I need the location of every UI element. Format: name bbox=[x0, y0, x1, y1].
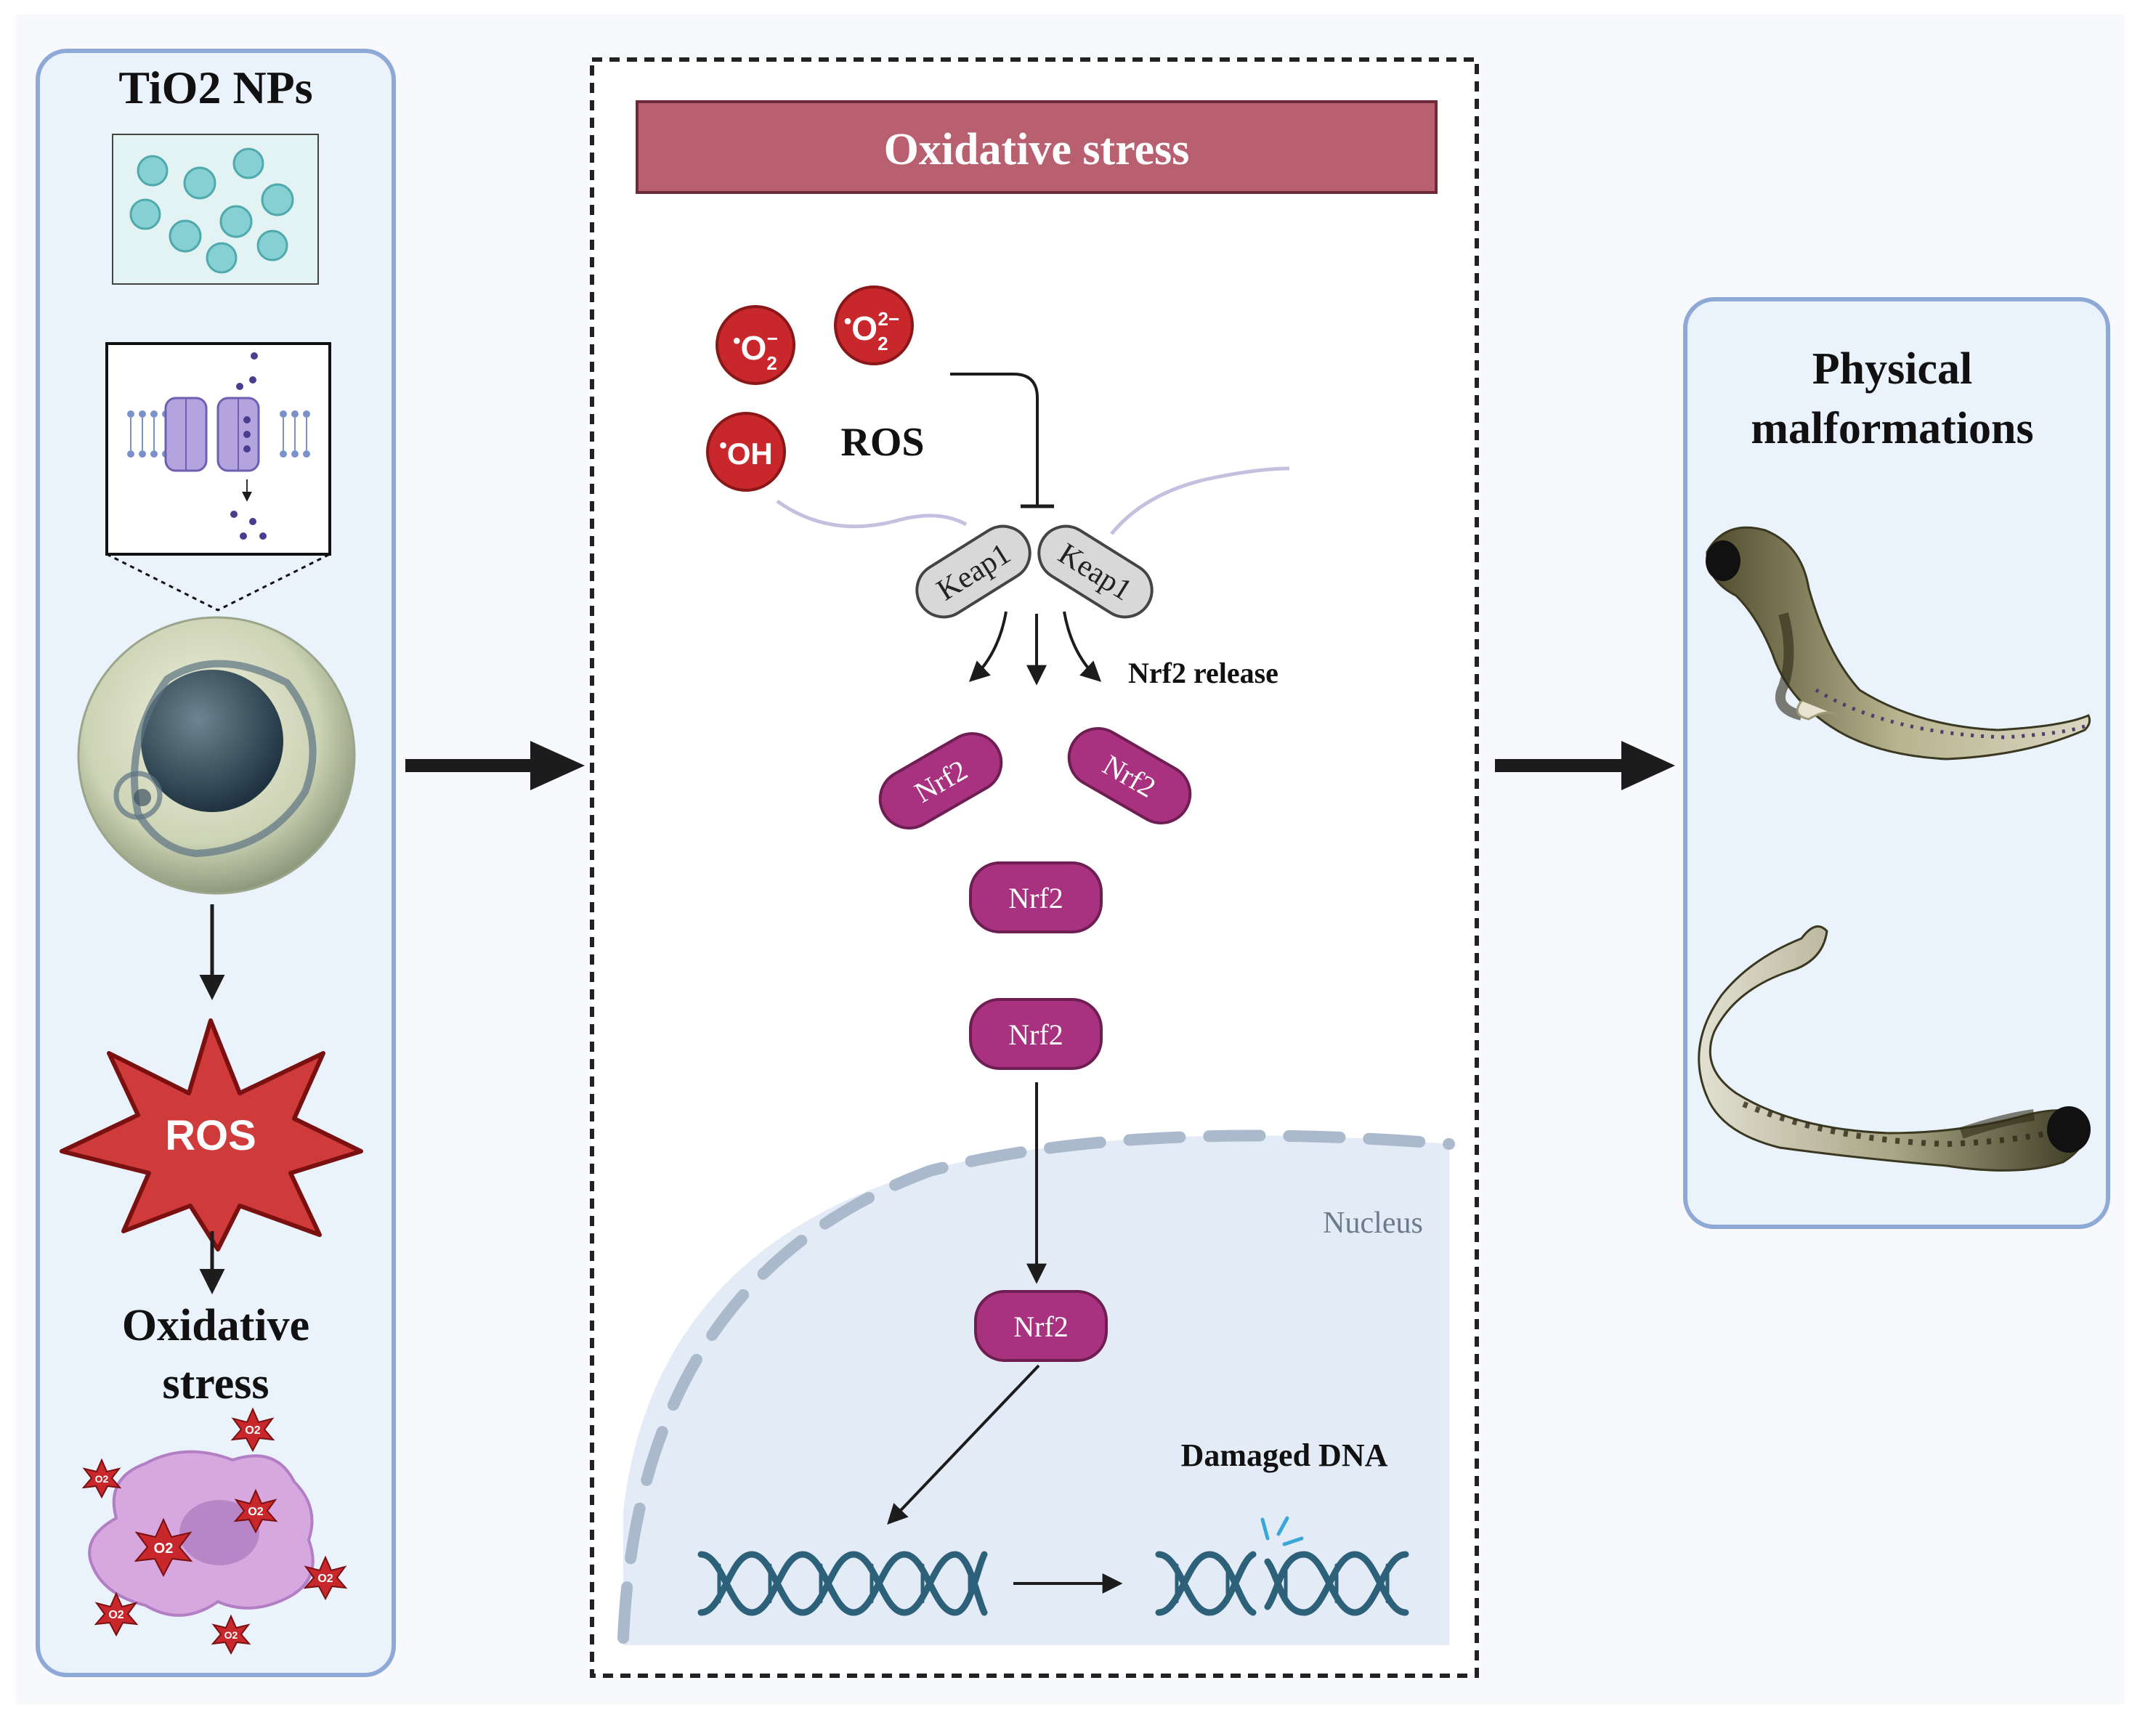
nrf2-cytoplasm-1: Nrf2 bbox=[969, 861, 1103, 933]
species-1-sup: − bbox=[767, 328, 778, 349]
species-1-main: O bbox=[741, 329, 767, 367]
nrf2-released-right: Nrf2 bbox=[1067, 727, 1192, 824]
nucleus-label: Nucleus bbox=[1323, 1206, 1423, 1240]
radical-label: O2 bbox=[95, 1473, 109, 1485]
malformed-larva-1-image bbox=[1706, 526, 2091, 760]
radical-label: O2 bbox=[154, 1541, 174, 1557]
keap1-strand-right bbox=[1110, 466, 1290, 535]
species-1-sub: 2 bbox=[766, 352, 777, 374]
svg-text:•O22−: •O22− bbox=[844, 308, 899, 354]
nrf2-label: Nrf2 bbox=[1013, 1310, 1069, 1343]
peroxide-icon: •O22− bbox=[834, 285, 914, 365]
svg-text:•OH: •OH bbox=[719, 434, 773, 471]
zebrafish-embryo-image bbox=[77, 616, 356, 895]
banner-label: Oxidative stress bbox=[884, 125, 1190, 174]
radical-label: O2 bbox=[317, 1573, 333, 1585]
right-title-line1: Physical bbox=[1812, 344, 1972, 394]
zoom-lines bbox=[106, 553, 331, 612]
nanoparticle-icon bbox=[129, 147, 294, 274]
radical-stars: O2 O2 O2 O2 O2 O2 O2 bbox=[81, 1407, 348, 1655]
right-title-line2: malformations bbox=[1751, 404, 2033, 453]
ros-burst-label: ROS bbox=[165, 1112, 256, 1159]
stressed-cell-icon bbox=[88, 1450, 315, 1617]
nrf2-label: Nrf2 bbox=[1008, 1018, 1063, 1051]
species-2-sub: 2 bbox=[878, 333, 888, 354]
superoxide-icon: •O2− bbox=[716, 305, 795, 385]
arrow-left-to-center bbox=[405, 741, 585, 790]
release-arrow-left bbox=[968, 611, 1008, 682]
left-outcome-line1: Oxidative bbox=[122, 1301, 309, 1350]
radical-label: O2 bbox=[224, 1629, 238, 1641]
species-2-main: O bbox=[851, 309, 878, 347]
release-arrow-right bbox=[1063, 611, 1102, 682]
left-panel-title: TiO2 NPs bbox=[118, 62, 312, 113]
radical-label: O2 bbox=[248, 1506, 263, 1518]
species-3-main: OH bbox=[727, 437, 773, 471]
membrane-channel-icon bbox=[105, 342, 331, 556]
right-panel bbox=[1683, 297, 2110, 1229]
radical-label: O2 bbox=[108, 1609, 123, 1621]
ros-burst-icon: ROS bbox=[60, 1018, 363, 1252]
species-2-sup: 2− bbox=[878, 308, 900, 330]
hydroxyl-icon: •OH bbox=[706, 412, 786, 492]
nrf2-nuclear: Nrf2 bbox=[974, 1290, 1108, 1362]
nrf2-cytoplasm-2: Nrf2 bbox=[969, 998, 1103, 1070]
left-outcome-line2: stress bbox=[163, 1359, 269, 1408]
malformed-larva-2-image bbox=[1698, 925, 2091, 1172]
nucleus: Nucleus bbox=[617, 1129, 1455, 1645]
nrf2-release-label: Nrf2 release bbox=[1128, 657, 1278, 689]
nanoparticles-box bbox=[112, 134, 319, 285]
dna-intact-icon bbox=[697, 1551, 988, 1616]
inhibition-arrow bbox=[950, 373, 1039, 505]
dna-damaged-icon bbox=[1155, 1516, 1409, 1616]
nrf2-label: Nrf2 bbox=[1008, 882, 1063, 914]
damaged-dna-label: Damaged DNA bbox=[1181, 1437, 1388, 1473]
arrow-center-to-right bbox=[1495, 741, 1675, 790]
radical-label: O2 bbox=[245, 1424, 260, 1437]
keap1-strand-left bbox=[776, 499, 968, 529]
nrf2-released-left: Nrf2 bbox=[878, 732, 1003, 830]
ros-label: ROS bbox=[840, 420, 924, 465]
svg-text:•O2−: •O2− bbox=[733, 328, 778, 374]
arrow-to-dna bbox=[887, 1364, 1040, 1525]
oxidative-stress-banner bbox=[636, 100, 1438, 194]
